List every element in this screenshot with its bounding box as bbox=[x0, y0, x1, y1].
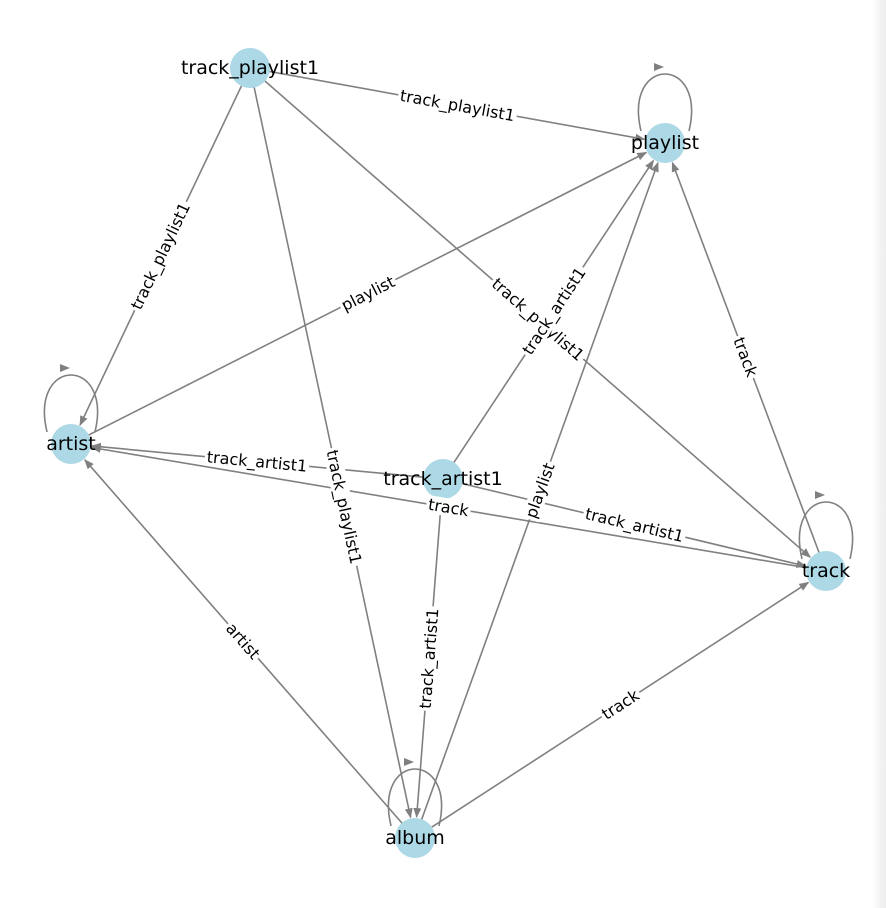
node-label-artist: artist bbox=[46, 433, 96, 455]
edge-label: track_playlist1 bbox=[322, 448, 366, 566]
node-track_artist1[interactable] bbox=[423, 459, 463, 499]
edge-label-group: track_playlist1 bbox=[322, 446, 366, 568]
node-album[interactable] bbox=[395, 818, 435, 858]
node-artist[interactable] bbox=[51, 424, 91, 464]
edge-label-bg bbox=[415, 605, 443, 712]
edge-label-group: track_artist1 bbox=[581, 504, 688, 547]
edge-label-bg bbox=[322, 446, 366, 568]
edge-track_playlist1-to-album bbox=[249, 69, 413, 819]
edge-label-bg bbox=[581, 504, 688, 546]
self-loop-arrowhead bbox=[654, 63, 664, 71]
node-playlist[interactable] bbox=[645, 123, 685, 163]
node-layer bbox=[51, 48, 846, 858]
edge-label: track bbox=[427, 495, 471, 521]
edge-label: track_artist1 bbox=[416, 608, 444, 710]
edge-label-bg bbox=[126, 197, 195, 315]
node-track_playlist1[interactable] bbox=[230, 48, 270, 88]
edge-label-group: track_playlist1 bbox=[396, 85, 519, 126]
edge-label-bg bbox=[521, 458, 559, 523]
edge-label-bg bbox=[517, 262, 591, 360]
edge-label-group: track_artist1 bbox=[415, 605, 444, 712]
node-track[interactable] bbox=[806, 551, 846, 591]
node-label-layer: track_playlist1 playlist artist track_artis… bbox=[46, 57, 850, 849]
edge-label-bg bbox=[596, 684, 645, 725]
node-label-track_artist1: track_artist1 bbox=[383, 468, 502, 490]
edge-label: track bbox=[729, 335, 761, 380]
edge-label-group: track_artist1 bbox=[204, 447, 310, 477]
self-loop-artist bbox=[43, 374, 99, 433]
edge-label-bg bbox=[204, 447, 310, 476]
edge-label-group: track bbox=[596, 684, 645, 725]
edge-label: track_playlist1 bbox=[127, 199, 195, 313]
self-loop-layer bbox=[43, 63, 854, 827]
edge-label-bg bbox=[396, 85, 519, 126]
self-loop-track bbox=[798, 501, 854, 560]
edge-label-bg bbox=[336, 271, 400, 316]
edge-label-group: track bbox=[729, 332, 762, 382]
edge-label: track_artist1 bbox=[206, 447, 308, 476]
edge-label-bg bbox=[424, 494, 473, 521]
self-loop-arrowhead bbox=[404, 758, 414, 766]
self-loop-album bbox=[387, 768, 443, 827]
edge-label-bg bbox=[221, 617, 265, 665]
self-loop-arrowhead bbox=[60, 364, 70, 372]
edge-label: playlist bbox=[521, 460, 558, 520]
edge-label-group: playlist bbox=[521, 458, 559, 523]
edge-label-group: track bbox=[424, 494, 473, 521]
edge-label-group: artist bbox=[221, 617, 265, 665]
edge-label-group: track_playlist1 bbox=[126, 197, 195, 315]
node-label-playlist: playlist bbox=[631, 132, 699, 154]
edge-label-layer: track_playlist1 track_playlist1 track_play… bbox=[126, 85, 762, 725]
edge-label: track_artist1 bbox=[583, 504, 685, 547]
edge-label-bg bbox=[729, 332, 762, 382]
edge-layer bbox=[72, 67, 827, 838]
node-label-track: track bbox=[802, 560, 850, 582]
edge-label-group: playlist bbox=[336, 271, 400, 316]
edge-label: playlist bbox=[338, 272, 398, 315]
self-loop-playlist bbox=[637, 73, 693, 132]
edge-label: track_playlist1 bbox=[398, 86, 516, 126]
node-label-album: album bbox=[385, 827, 445, 849]
right-edge-shadow bbox=[872, 0, 886, 908]
node-label-track_playlist1: track_playlist1 bbox=[181, 57, 319, 79]
self-loop-arrowhead bbox=[815, 491, 825, 499]
